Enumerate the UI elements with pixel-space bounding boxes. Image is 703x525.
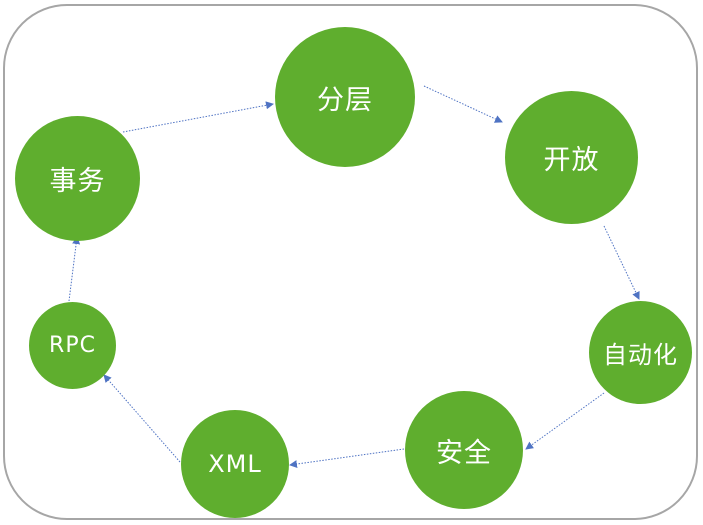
node-rpc: RPC	[29, 302, 116, 389]
node-layer: 分层	[275, 27, 415, 167]
arrow-auto-to-secure	[525, 392, 605, 450]
node-xml-label: XML	[208, 450, 262, 478]
node-open-label: 开放	[543, 145, 600, 176]
node-layer-label: 分层	[317, 84, 373, 116]
node-transaction-label: 事务	[49, 166, 106, 197]
node-security-label: 安全	[436, 437, 492, 469]
arrow-xml-to-rpc	[103, 374, 181, 463]
node-open: 开放	[505, 91, 638, 224]
arrow-tx-to-layer	[122, 101, 274, 133]
node-rpc-label: RPC	[49, 333, 96, 358]
node-transaction: 事务	[15, 116, 140, 241]
arrow-layer-to-open	[423, 85, 503, 123]
arrow-rpc-to-tx	[68, 236, 81, 302]
arrow-secure-to-xml	[289, 448, 405, 468]
arrow-open-to-auto	[603, 225, 640, 300]
node-automation: 自动化	[589, 301, 692, 404]
node-xml: XML	[181, 410, 289, 518]
node-automation-label: 自动化	[603, 341, 678, 369]
node-security: 安全	[405, 391, 523, 509]
